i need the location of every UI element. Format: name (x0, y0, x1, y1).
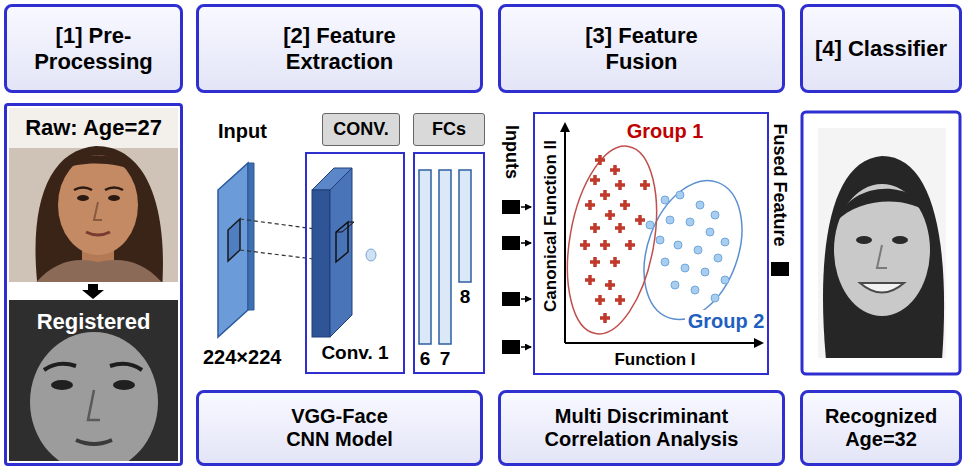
node-text: Canonical Function II (541, 140, 561, 312)
scatter-plot (534, 113, 768, 374)
node-text: Function I (585, 350, 725, 370)
node-text: VGG-Face CNN Model (277, 405, 402, 451)
fc-layers (419, 170, 471, 344)
node-text: CONV. (333, 119, 388, 140)
step-arrow (82, 284, 104, 299)
method-box: Multi Discriminant Correlation Analysis (498, 390, 785, 466)
node-text: Registered (7, 309, 180, 334)
node-text: [1] Pre-Processing (9, 23, 179, 74)
node-text: Group 1 (623, 120, 707, 143)
conv-frame: Conv. 1 (305, 152, 405, 374)
axis-label: Inputs (501, 125, 521, 179)
stage-header: [2] Feature Extraction (196, 4, 483, 93)
node-text: Recognized Age=32 (806, 405, 956, 451)
stage-header: [4] Classifier (800, 4, 962, 93)
node-text: 8 (455, 286, 475, 308)
plot-frame: Group 1 Canonical Function II Group 2 Funct… (533, 112, 769, 375)
node-text: [4] Classifier (815, 36, 947, 61)
classifier-output-photo (802, 112, 960, 374)
node-text: FCs (432, 119, 466, 140)
node-text: [2] Feature Extraction (245, 23, 435, 74)
conv-layer (312, 168, 376, 337)
axis-label: Fused Feature (769, 123, 789, 246)
layer-tag: CONV. (322, 113, 400, 146)
dimension-label: 224×224 (203, 346, 281, 368)
stage-header: [1] Pre-Processing (4, 4, 183, 93)
node-text: Conv. 1 (307, 342, 403, 364)
stage-header: [3] Feature Fusion (498, 4, 785, 93)
image-panel: Raw: Age=27Registered (4, 103, 183, 466)
node-text: Group 2 (685, 310, 767, 333)
result-box: Recognized Age=32 (800, 390, 962, 466)
node-text: 6 (415, 348, 435, 370)
node-text: [3] Feature Fusion (547, 23, 737, 74)
node-text: 7 (435, 348, 455, 370)
layer-tag: FCs (413, 113, 485, 146)
node-text: Raw: Age=27 (7, 115, 180, 140)
method-box: VGG-Face CNN Model (196, 390, 483, 466)
fc-frame: 8 67 (413, 152, 485, 374)
layer-label: Input (218, 120, 267, 142)
node-text: Multi Discriminant Correlation Analysis (527, 405, 757, 451)
